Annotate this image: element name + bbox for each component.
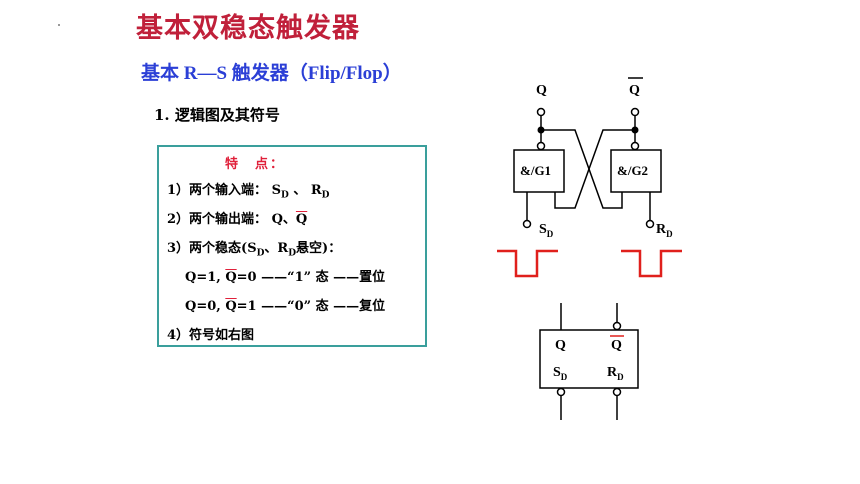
qbar-output-label: Q: [629, 83, 640, 98]
g2-output-bubble: [630, 141, 640, 151]
page-subtitle: 基本 R—S 触发器（Flip/Flop）: [141, 63, 402, 84]
decorative-dot: [58, 24, 60, 26]
sd-label: SD: [539, 222, 554, 239]
separator: 、: [282, 212, 296, 227]
symbol-sd-label: SD: [553, 365, 568, 382]
feature-text: 3）两个稳态(: [167, 241, 248, 256]
gate-g1: [513, 149, 565, 193]
rd-subscript: D: [288, 248, 297, 259]
feature-item-2: 2）两个输出端： Q、Q: [167, 208, 307, 227]
rd-low-pulse: [621, 249, 682, 278]
state-text: Q=1,: [185, 270, 226, 285]
feedback-q-to-g2: [541, 129, 623, 209]
sd-low-pulse: [497, 249, 558, 278]
feature-text: 悬空)：: [296, 241, 342, 256]
sd-subscript: D: [280, 190, 289, 201]
sd-terminal: [522, 219, 532, 229]
section-heading: 1. 逻辑图及其符号: [154, 106, 280, 124]
features-title: 特 点：: [225, 157, 286, 172]
symbol-qbar-label: Q: [611, 338, 622, 353]
rd-terminal: [645, 219, 655, 229]
gate-g2: [610, 149, 662, 193]
feature-text: 2）两个输出端：: [167, 212, 268, 227]
state-text: =1 ——“0” 态 ——复位: [236, 299, 386, 314]
rd-symbol: R: [277, 241, 289, 256]
g2-label: &/G2: [617, 163, 648, 178]
sd-symbol: S: [271, 183, 281, 198]
sd-subscript: D: [256, 248, 265, 259]
symbol-qbar-bubble: [612, 321, 622, 331]
q-terminal: [536, 107, 546, 117]
rd-label: RD: [656, 222, 673, 239]
symbol-rd-bubble: [612, 387, 622, 397]
state-text: =0 ——“1” 态 ——置位: [236, 270, 386, 285]
feature-item-set: Q=1, Q=0 ——“1” 态 ——置位: [185, 266, 385, 285]
feature-text: 1）两个输入端：: [167, 183, 268, 198]
rd-subscript: D: [321, 190, 330, 201]
feature-item-1: 1）两个输入端： SD 、 RD: [167, 179, 329, 201]
feedback-qbar-to-g1: [554, 129, 635, 209]
symbol-sd-bubble: [556, 387, 566, 397]
qbar-symbol: Q: [225, 270, 237, 285]
q-symbol: Q: [271, 212, 283, 227]
separator: 、: [264, 241, 278, 256]
separator: 、: [293, 183, 307, 198]
q-output-label: Q: [536, 83, 547, 98]
symbol-rd-label: RD: [607, 365, 624, 382]
g1-label: &/G1: [520, 163, 551, 178]
rd-symbol: R: [310, 183, 322, 198]
page-title: 基本双稳态触发器: [136, 13, 360, 44]
symbol-q-label: Q: [555, 338, 566, 353]
qbar-symbol: Q: [295, 212, 308, 227]
qbar-symbol: Q: [225, 299, 237, 314]
feature-item-4: 4）符号如右图: [167, 324, 254, 343]
feature-item-reset: Q=0, Q=1 ——“0” 态 ——复位: [185, 295, 385, 314]
state-text: Q=0,: [185, 299, 226, 314]
g1-output-bubble: [536, 141, 546, 151]
qbar-terminal: [630, 107, 640, 117]
flipflop-symbol: [539, 329, 639, 389]
feature-text: 4）符号如右图: [167, 328, 255, 343]
features-box: 特 点： 1）两个输入端： SD 、 RD 2）两个输出端： Q、Q 3）两个稳…: [157, 145, 427, 347]
feature-item-3: 3）两个稳态(SD、RD悬空)：: [167, 237, 341, 259]
sd-symbol: S: [247, 241, 257, 256]
